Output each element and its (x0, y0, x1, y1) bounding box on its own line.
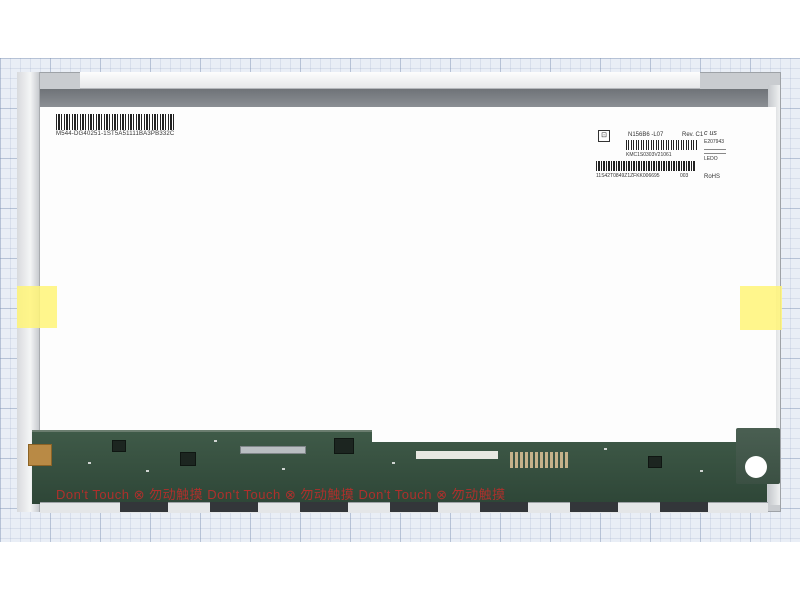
bottom-mount-tab (660, 502, 708, 512)
revision-text: Rev. C1 (682, 132, 704, 138)
model-number: N156B6 -L07 (628, 132, 664, 138)
bottom-mount-tab (570, 502, 618, 512)
label-fine-print (704, 146, 726, 154)
pcb-chip-4 (648, 456, 662, 468)
top-left-barcode-text: M544-DG40251-1ST5A51111BA3PB332C (56, 131, 175, 137)
bottom-mount-tab (210, 502, 258, 512)
pcb-component (700, 470, 703, 472)
pcb-chip-1 (112, 440, 126, 452)
top-bezel-bar (40, 89, 768, 107)
pcb-component (392, 462, 395, 464)
ul-number: E207943 (704, 139, 725, 145)
pcb-component (88, 462, 91, 464)
bottom-mount-tab (120, 502, 168, 512)
mounting-hole (745, 456, 767, 478)
serial-text-2: 11S42T0849Z1ZFKK006695 (596, 173, 660, 179)
lvds-connector (240, 446, 306, 454)
pcb-contact-pads (510, 452, 570, 468)
ul-certification-mark: c us (704, 130, 717, 137)
pcb-chip-2 (180, 452, 196, 466)
left-yellow-tape (17, 286, 57, 328)
pcb-component (282, 468, 285, 470)
brand-text: LEDO (704, 156, 718, 162)
chip-icon: ⊡ (598, 130, 610, 142)
pcb-chip-3 (334, 438, 354, 454)
flex-cable (28, 444, 52, 466)
dont-touch-warning: Don't Touch ⊗ 勿动触摸 Don't Touch ⊗ 勿动触摸 Do… (56, 487, 506, 500)
pcb-component (214, 440, 217, 442)
serial-code: 003 (680, 173, 689, 179)
bottom-mount-tab (480, 502, 528, 512)
bottom-mount-tab (390, 502, 438, 512)
product-label: ⊡ N156B6 -L07 Rev. C1 KMC1S0303V21061 11… (596, 128, 746, 188)
top-protective-strip (80, 72, 700, 89)
serial-barcode-1 (626, 140, 698, 150)
serial-text-1: KMC1S0303V21061 (626, 152, 672, 158)
rohs-mark: RoHS (704, 174, 721, 180)
pcb-notch (372, 430, 742, 442)
bottom-mount-tab (300, 502, 348, 512)
pcb-component (146, 470, 149, 472)
pcb-sticker (416, 451, 498, 459)
serial-barcode-2 (596, 161, 696, 171)
right-yellow-tape (740, 286, 782, 330)
pcb-component (604, 448, 607, 450)
top-left-barcode (56, 114, 174, 130)
